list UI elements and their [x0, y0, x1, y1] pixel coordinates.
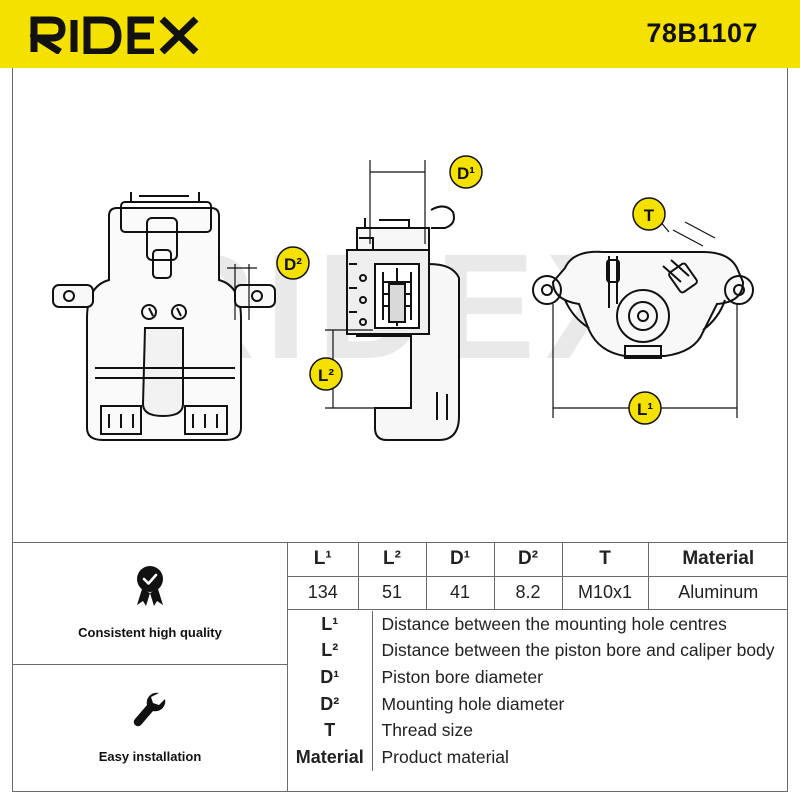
spec-value: 8.2: [493, 575, 563, 610]
specs-header-row: L¹ L² D¹ D² T Material: [288, 543, 788, 577]
spec-value: Aluminum: [647, 575, 788, 610]
wrench-icon: [133, 692, 166, 727]
quality-check-badge-icon: [137, 566, 163, 606]
legend-row: D² Mounting hole diameter: [288, 690, 788, 718]
svg-text:L²: L²: [318, 366, 334, 385]
feature-label: Easy installation: [98, 749, 202, 764]
spec-header: D²: [493, 543, 563, 577]
feature-quality: Consistent high quality: [13, 543, 287, 665]
legend-key: D¹: [288, 664, 373, 691]
callout-d2: D²: [276, 246, 310, 280]
legend-table: L¹ Distance between the mounting hole ce…: [288, 611, 788, 771]
specs-value-row: 134 51 41 8.2 M10x1 Aluminum: [288, 575, 788, 610]
legend-row: L¹ Distance between the mounting hole ce…: [288, 611, 788, 638]
caliper-front-view: [52, 192, 276, 441]
legend-description: Piston bore diameter: [381, 666, 543, 687]
spec-value: M10x1: [561, 575, 649, 610]
legend-row: L² Distance between the piston bore and …: [288, 637, 788, 665]
legend-row: T Thread size: [288, 717, 788, 744]
svg-text:D²: D²: [284, 255, 302, 274]
caliper-technical-drawing: RIDEX: [52, 155, 754, 441]
caliper-side-section: [346, 205, 460, 441]
product-info-section: Consistent high quality Easy installatio…: [12, 542, 788, 792]
legend-key: Material: [288, 743, 373, 771]
caliper-back-view: [532, 250, 754, 359]
spec-header: L²: [357, 543, 427, 577]
specs-table: L¹ L² D¹ D² T Material 134 51 41 8.2 M10…: [288, 543, 788, 610]
legend-key: L²: [288, 637, 373, 665]
svg-text:D¹: D¹: [457, 164, 475, 183]
callout-l2: L²: [309, 357, 343, 391]
legend-key: T: [288, 717, 373, 744]
callout-l1: L¹: [628, 391, 662, 425]
spec-header: L¹: [288, 543, 359, 577]
legend-description: Product material: [381, 746, 509, 767]
legend-description: Mounting hole diameter: [381, 693, 565, 714]
header-bar: 78B1107: [0, 0, 800, 68]
legend-row: D¹ Piston bore diameter: [288, 664, 788, 691]
spec-value: 51: [357, 575, 427, 610]
legend-description: Distance between the piston bore and cal…: [381, 640, 775, 661]
feature-label: Consistent high quality: [78, 625, 222, 640]
technical-drawing-panel: RIDEX: [12, 68, 788, 542]
svg-text:L¹: L¹: [637, 400, 653, 419]
legend-key: L¹: [288, 611, 373, 638]
spec-header: Material: [647, 543, 788, 577]
feature-list: Consistent high quality Easy installatio…: [13, 543, 288, 791]
feature-installation: Easy installation: [13, 665, 287, 791]
legend-description: Thread size: [381, 720, 473, 741]
spec-value: 41: [425, 575, 495, 610]
legend-description: Distance between the mounting hole centr…: [381, 613, 727, 634]
callout-t: T: [632, 197, 666, 231]
spec-header: T: [561, 543, 649, 577]
legend-row: Material Product material: [288, 743, 788, 771]
svg-text:T: T: [644, 206, 655, 225]
part-number: 78B1107: [646, 18, 758, 48]
d2-dimension: [227, 264, 257, 320]
legend-key: D²: [288, 690, 373, 718]
ridex-logo: [30, 16, 199, 54]
spec-value: 134: [288, 575, 359, 610]
callout-d1: D¹: [449, 155, 483, 189]
d1-dimension: [369, 160, 426, 244]
spec-header: D¹: [425, 543, 495, 577]
